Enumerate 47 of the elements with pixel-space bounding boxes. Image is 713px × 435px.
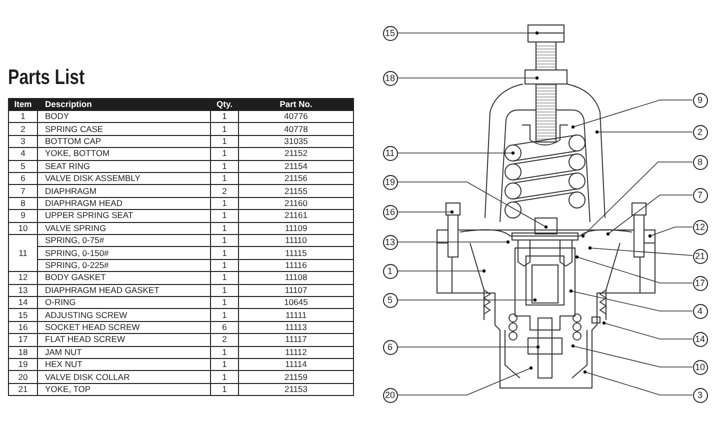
leader-line <box>397 151 515 155</box>
leader-line <box>571 344 693 368</box>
leader-line <box>581 162 693 238</box>
leader-line <box>575 255 693 284</box>
leader-line <box>397 269 486 273</box>
callout-number: 5 <box>382 292 398 308</box>
leader-line <box>602 321 693 340</box>
leader-line <box>648 226 693 238</box>
callout-number: 2 <box>692 124 708 140</box>
callout-number: 12 <box>692 220 708 234</box>
callout-number: 10 <box>692 360 708 374</box>
leader-line <box>397 366 533 396</box>
callout-number: 11 <box>382 146 398 160</box>
callout-number: 17 <box>692 276 708 290</box>
leader-line <box>606 194 693 236</box>
leader-line <box>397 210 454 214</box>
callout-number: 1 <box>382 264 398 278</box>
callout-number: 13 <box>382 234 398 250</box>
leader-line <box>397 182 548 229</box>
item-number: 21 <box>8 382 38 396</box>
callout-number: 15 <box>382 26 398 40</box>
table-title: Parts List <box>8 66 85 90</box>
callout-number: 14 <box>692 332 708 346</box>
leader-line <box>397 76 539 80</box>
callout-number: 19 <box>382 174 398 190</box>
leader-line <box>397 240 510 244</box>
callout-number: 3 <box>692 388 708 402</box>
callout-number: 18 <box>382 70 398 86</box>
callout-number: 7 <box>692 188 708 202</box>
leader-line <box>588 246 693 256</box>
column-header: Description <box>37 98 211 111</box>
callout-number: 21 <box>692 248 708 264</box>
callout-number: 16 <box>382 204 398 220</box>
callout-number: 8 <box>692 154 708 170</box>
leader-line <box>583 370 693 396</box>
callout-number: 20 <box>382 388 398 402</box>
leader-line <box>569 289 693 312</box>
leader-line <box>571 100 693 129</box>
column-header: Part No. <box>238 98 354 111</box>
callout-number: 4 <box>692 304 708 318</box>
leader-line <box>595 130 693 134</box>
leader-line <box>397 298 537 302</box>
part-number: 21153 <box>238 382 354 396</box>
leader-line <box>397 345 540 349</box>
leader-line <box>397 31 539 35</box>
callout-number: 9 <box>692 92 708 108</box>
callout-number: 6 <box>382 340 398 354</box>
